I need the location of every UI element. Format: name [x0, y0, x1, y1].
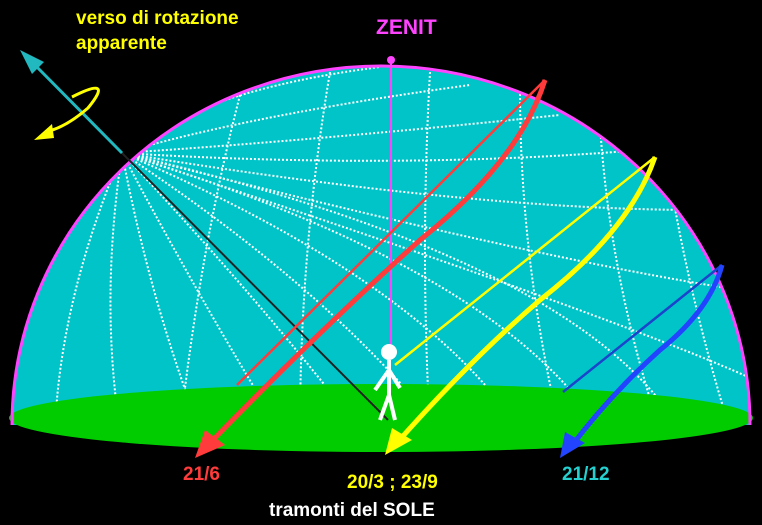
equinox-label: 20/3 ; 23/9: [347, 472, 438, 493]
dome-outline: [10, 64, 752, 426]
stick-figure-icon: [373, 344, 402, 421]
axis-arrowhead: [20, 50, 44, 74]
sky-dome: [12, 66, 750, 425]
winter-path: [560, 264, 725, 458]
rotation-label-line2: apparente: [76, 33, 167, 54]
polar-axis: [121, 152, 389, 421]
winter-solstice-label: 21/12: [562, 464, 610, 485]
summer-solstice-label: 21/6: [183, 464, 220, 485]
caption: tramonti del SOLE: [269, 500, 435, 521]
equinox-path: [385, 156, 658, 455]
curved-arrow-icon: [34, 86, 100, 140]
zenith-label: ZENIT: [376, 16, 437, 39]
polar-axis-extension: [28, 58, 124, 155]
summer-path: [195, 79, 548, 458]
rotation-label-line1: verso di rotazione: [76, 8, 239, 29]
zenith-point: [387, 56, 395, 64]
